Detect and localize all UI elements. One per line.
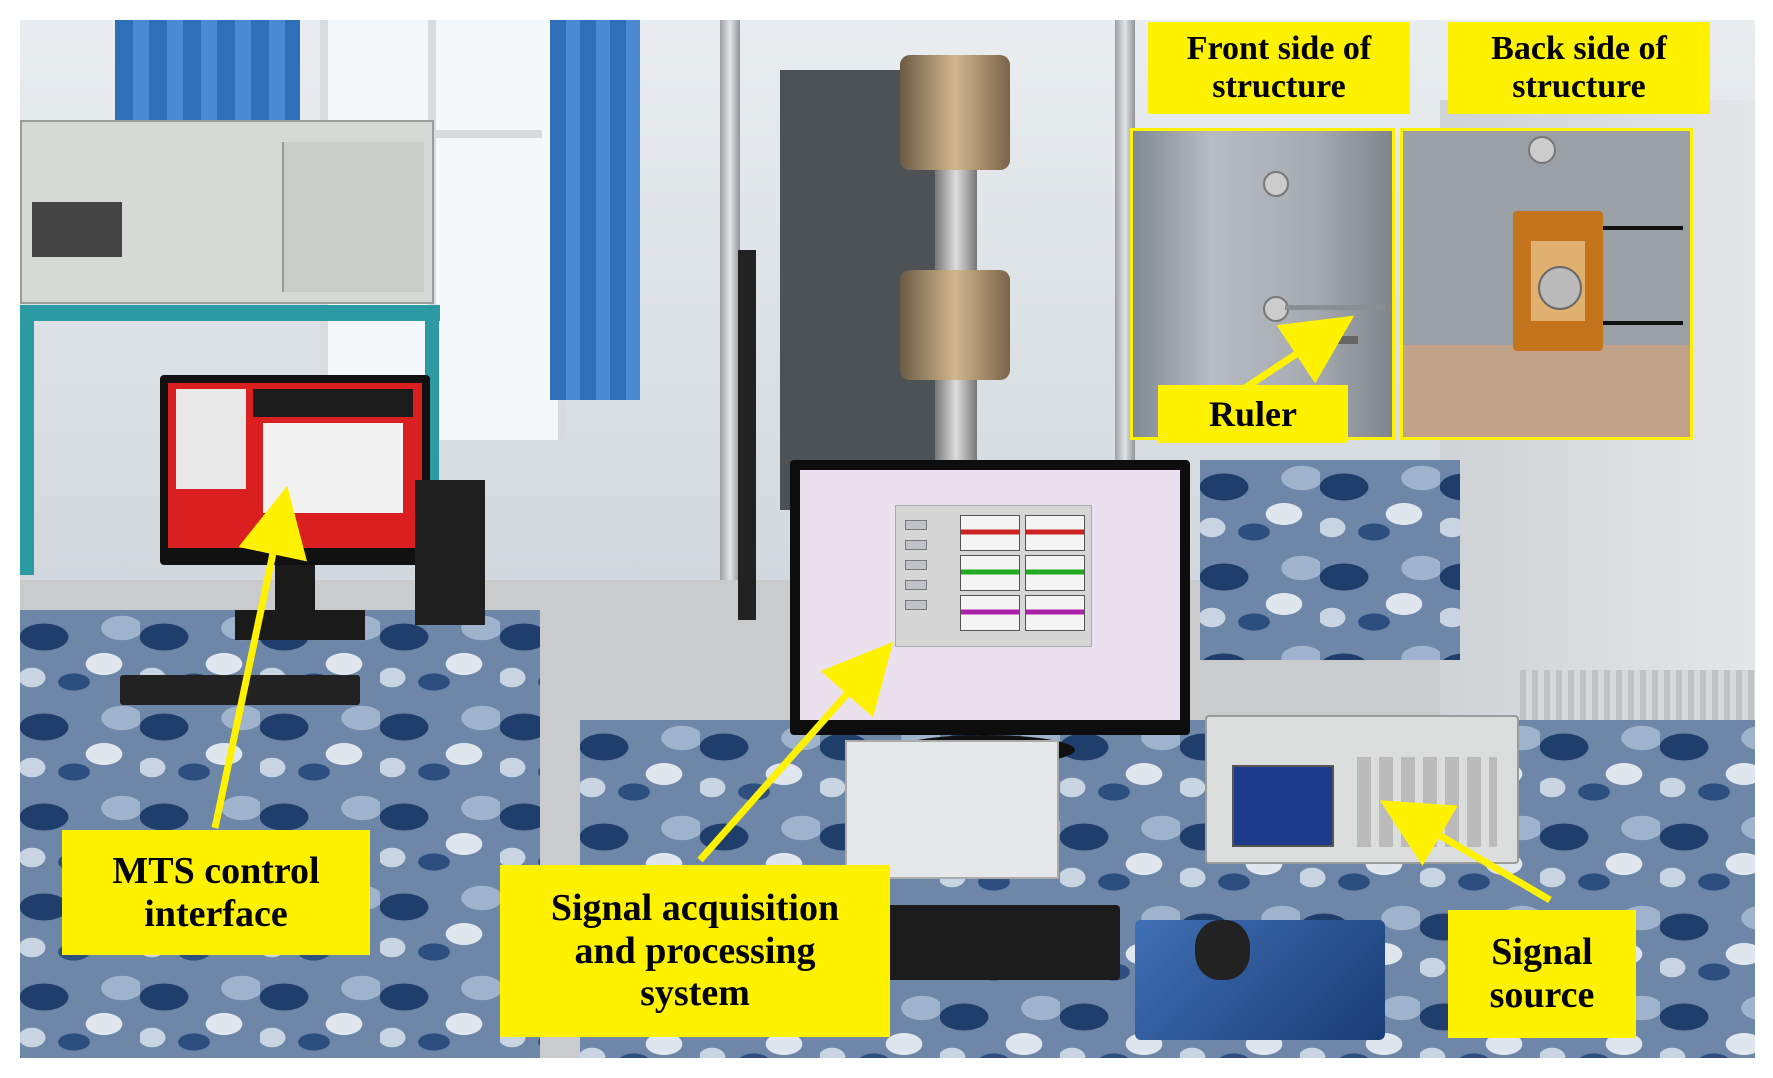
label-back-side: Back side of structure (1448, 22, 1710, 114)
test-machine-column (720, 20, 740, 580)
upper-grip (900, 55, 1010, 170)
keyboard-right (880, 905, 1120, 980)
sensor-patch (1513, 211, 1603, 351)
mouse-pad (1135, 920, 1385, 1040)
mts-arrow (211, 485, 308, 829)
acq-screen (800, 470, 1180, 720)
acq-monitor (790, 460, 1190, 735)
label-ruler: Ruler (1158, 385, 1348, 443)
source-arrow (1379, 800, 1552, 904)
pole (738, 250, 756, 620)
back-side-photo (1400, 128, 1693, 440)
label-signal-acquisition: Signal acquisition and processing system (500, 865, 890, 1037)
acq-arrow (697, 641, 894, 863)
curtain-right (550, 20, 640, 400)
ruler-arrow (1243, 315, 1355, 391)
lab-instrument (20, 120, 434, 304)
label-signal-source: Signal source (1448, 910, 1636, 1038)
label-front-side: Front side of structure (1148, 22, 1410, 114)
acq-box (845, 740, 1059, 879)
table-back (1200, 460, 1460, 660)
pc-tower (415, 480, 485, 625)
mouse (1195, 920, 1250, 980)
label-mts: MTS control interface (62, 830, 370, 955)
teal-rack (20, 305, 440, 321)
lower-grip (900, 270, 1010, 380)
